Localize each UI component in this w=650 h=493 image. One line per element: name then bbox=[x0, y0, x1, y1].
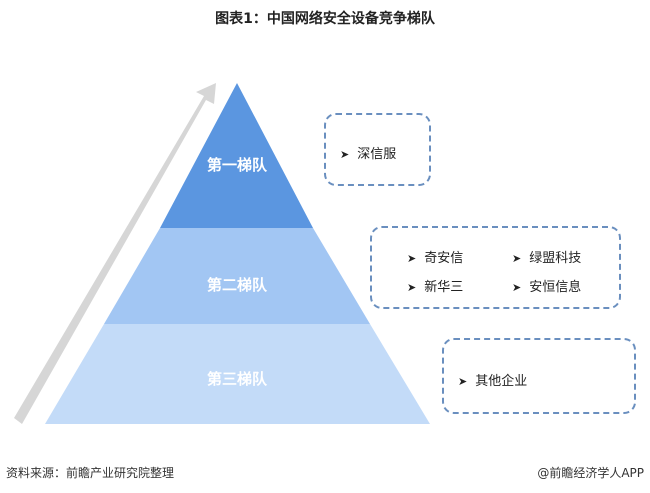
company-item: ➤奇安信 bbox=[407, 251, 464, 266]
company-item: ➤安恒信息 bbox=[512, 280, 582, 295]
chart-title: 图表1：中国网络安全设备竞争梯队 bbox=[215, 11, 435, 27]
arrow-bullet-icon: ➤ bbox=[407, 281, 417, 294]
arrow-bullet-icon: ➤ bbox=[340, 148, 350, 161]
tier-2-box: ➤奇安信 ➤绿盟科技 ➤新华三 ➤安恒信息 bbox=[370, 226, 621, 309]
tier-1-label: 第一梯队 bbox=[206, 156, 267, 174]
tier-2-label: 第二梯队 bbox=[206, 276, 267, 294]
company-item: ➤其他企业 bbox=[458, 374, 528, 389]
tier-3-label: 第三梯队 bbox=[206, 370, 267, 388]
tier-3-box: ➤其他企业 bbox=[442, 338, 636, 414]
rising-arrow bbox=[14, 83, 216, 424]
company-item: ➤深信服 bbox=[340, 147, 397, 162]
arrow-bullet-icon: ➤ bbox=[407, 252, 417, 265]
arrow-bullet-icon: ➤ bbox=[512, 281, 522, 294]
arrow-bullet-icon: ➤ bbox=[512, 252, 522, 265]
arrow-bullet-icon: ➤ bbox=[458, 375, 468, 388]
tier-1-shape bbox=[160, 83, 313, 228]
tier-3-shape bbox=[45, 324, 430, 424]
source-note: 资料来源：前瞻产业研究院整理 bbox=[6, 466, 175, 480]
tier-2-shape bbox=[104, 228, 370, 324]
credit: @前瞻经济学人APP bbox=[537, 466, 644, 480]
company-item: ➤绿盟科技 bbox=[512, 251, 582, 266]
company-item: ➤新华三 bbox=[407, 280, 464, 295]
tier-1-box: ➤深信服 bbox=[324, 113, 431, 186]
